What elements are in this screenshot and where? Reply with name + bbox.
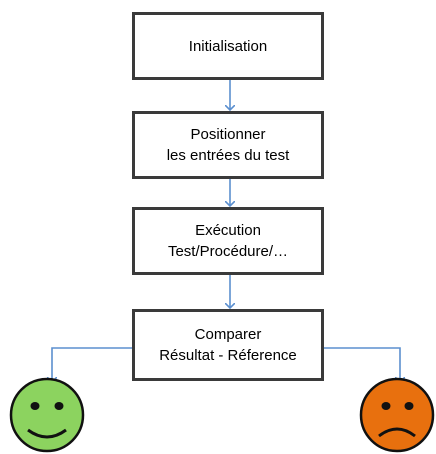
step-position-inputs-line-2: les entrées du test bbox=[166, 147, 290, 164]
step-compare-line-1: Comparer bbox=[194, 326, 262, 343]
step-execution-line-1: Exécution bbox=[195, 222, 261, 239]
step-execution-box: Exécution Test/Procédure/… bbox=[132, 207, 324, 275]
step-position-inputs-box: Positionner les entrées du test bbox=[132, 111, 324, 179]
step-initialisation-box: Initialisation bbox=[132, 12, 324, 80]
step-compare-box: Comparer Résultat - Réference bbox=[132, 309, 324, 381]
happy-face-icon bbox=[9, 377, 85, 453]
arrow-compare-to-success bbox=[52, 347, 132, 382]
step-position-inputs-line-1: Positionner bbox=[190, 126, 266, 143]
arrow-compare-to-failure bbox=[324, 347, 400, 382]
sad-face-icon bbox=[359, 377, 435, 453]
step-execution-line-2: Test/Procédure/… bbox=[167, 243, 289, 260]
step-initialisation-label: Initialisation bbox=[188, 37, 268, 55]
step-compare-line-2: Résultat - Réference bbox=[159, 347, 297, 364]
